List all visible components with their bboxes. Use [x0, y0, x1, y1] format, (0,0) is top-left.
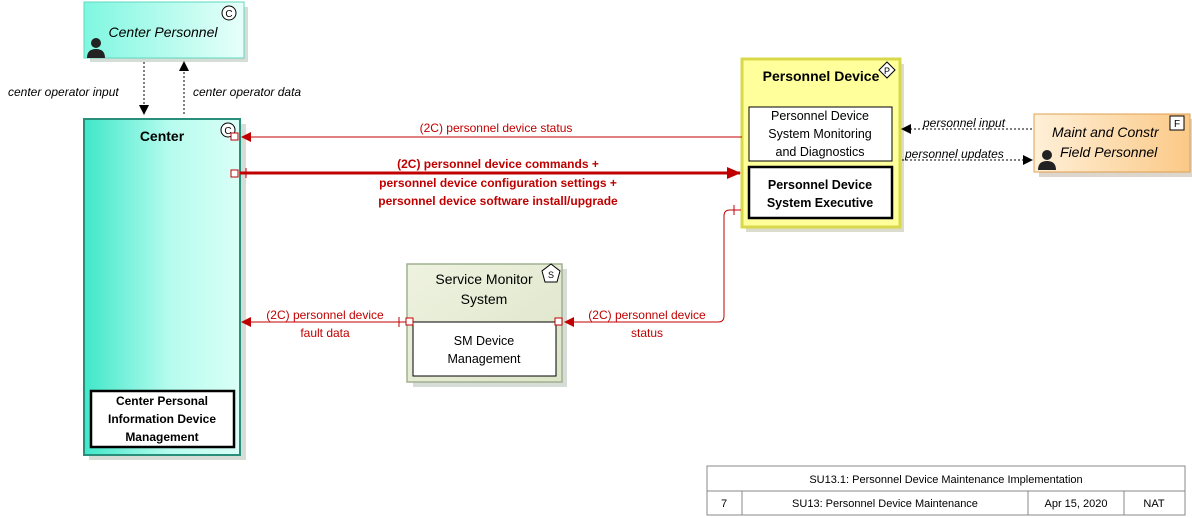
stereotype-s-badge: S	[541, 263, 561, 283]
svg-text:(2C) personnel device: (2C) personnel device	[588, 308, 706, 322]
svg-text:Management: Management	[448, 352, 521, 366]
svg-text:SM Device: SM Device	[454, 334, 514, 348]
field-personnel-label-line2: Field Personnel	[1060, 144, 1158, 160]
footer-title-block: SU13.1: Personnel Device Maintenance Imp…	[706, 465, 1186, 516]
svg-text:System Executive: System Executive	[767, 196, 873, 210]
svg-text:C: C	[225, 9, 232, 20]
personnel-device-title: Personnel Device	[763, 68, 880, 84]
personnel-device-monitoring-diagnostics[interactable]: Personnel Device System Monitoring and D…	[748, 106, 893, 162]
person-icon	[87, 38, 105, 58]
svg-text:and Diagnostics: and Diagnostics	[776, 145, 865, 159]
center-personnel-label: Center Personnel	[109, 24, 219, 40]
stereotype-c-badge: C	[221, 5, 237, 21]
center-operator-input-label: center operator input	[8, 85, 119, 99]
flow-personnel-input[interactable]: personnel input	[901, 116, 1032, 134]
footer-title: SU13.1: Personnel Device Maintenance Imp…	[809, 474, 1082, 486]
field-personnel-label-line1: Maint and Constr	[1052, 124, 1160, 140]
flow-center-operator-data[interactable]: center operator data	[179, 61, 301, 114]
svg-text:System Monitoring: System Monitoring	[768, 127, 872, 141]
stereotype-f-badge: F	[1169, 115, 1185, 131]
service-monitor-title-line1: Service Monitor	[435, 271, 533, 287]
svg-text:Information Device: Information Device	[108, 412, 216, 426]
svg-text:P: P	[884, 66, 890, 76]
svg-text:S: S	[548, 270, 554, 280]
svg-text:personnel device software inst: personnel device software install/upgrad…	[378, 194, 618, 208]
svg-text:F: F	[1174, 119, 1180, 130]
service-monitor-title-line2: System	[461, 291, 508, 307]
stereotype-p-badge: P	[878, 61, 896, 79]
svg-text:(2C) personnel device commands: (2C) personnel device commands +	[397, 157, 599, 171]
svg-text:personnel device configuration: personnel device configuration settings …	[379, 176, 617, 190]
center-personal-information-device-management[interactable]: Center Personal Information Device Manag…	[89, 389, 236, 449]
svg-text:Center Personal: Center Personal	[116, 394, 208, 408]
footer-number: 7	[721, 498, 727, 510]
footer-name: SU13: Personnel Device Maintenance	[792, 498, 978, 510]
center-personnel-node[interactable]: Center Personnel C	[83, 1, 248, 62]
svg-text:Personnel Device: Personnel Device	[771, 109, 869, 123]
flow-personnel-device-fault-data[interactable]: (2C) personnel device fault data	[241, 308, 414, 340]
svg-text:(2C) personnel device: (2C) personnel device	[266, 308, 384, 322]
svg-text:status: status	[631, 326, 663, 340]
status-top-label: (2C) personnel device status	[420, 121, 573, 135]
svg-text:C: C	[224, 126, 231, 137]
flow-center-operator-input[interactable]: center operator input	[8, 62, 149, 115]
personnel-updates-label: personnel updates	[904, 147, 1004, 161]
person-icon	[1038, 150, 1056, 170]
footer-date: Apr 15, 2020	[1045, 498, 1108, 510]
center-operator-data-label: center operator data	[193, 85, 301, 99]
flow-personnel-updates[interactable]: personnel updates	[902, 147, 1033, 165]
center-node[interactable]: Center C Center Personal Information Dev…	[83, 118, 246, 460]
svg-text:Personnel Device: Personnel Device	[768, 178, 872, 192]
field-personnel-node[interactable]: Maint and Constr Field Personnel F	[1033, 113, 1192, 177]
center-title: Center	[140, 128, 185, 144]
svg-text:Management: Management	[125, 430, 198, 444]
sm-device-management[interactable]: SM Device Management	[412, 321, 557, 377]
personnel-device-node[interactable]: Personnel Device P Personnel Device Syst…	[740, 57, 904, 232]
svg-text:fault data: fault data	[300, 326, 350, 340]
footer-org: NAT	[1143, 498, 1164, 510]
flow-personnel-device-status-top[interactable]: (2C) personnel device status	[230, 121, 742, 142]
flow-personnel-device-status-sm[interactable]: (2C) personnel device status	[554, 205, 741, 340]
personnel-device-system-executive[interactable]: Personnel Device System Executive	[747, 165, 894, 220]
service-monitor-system-node[interactable]: Service Monitor System S SM Device Manag…	[406, 263, 567, 387]
personnel-input-label: personnel input	[922, 116, 1006, 130]
flow-personnel-device-commands[interactable]: (2C) personnel device commands + personn…	[230, 157, 741, 208]
